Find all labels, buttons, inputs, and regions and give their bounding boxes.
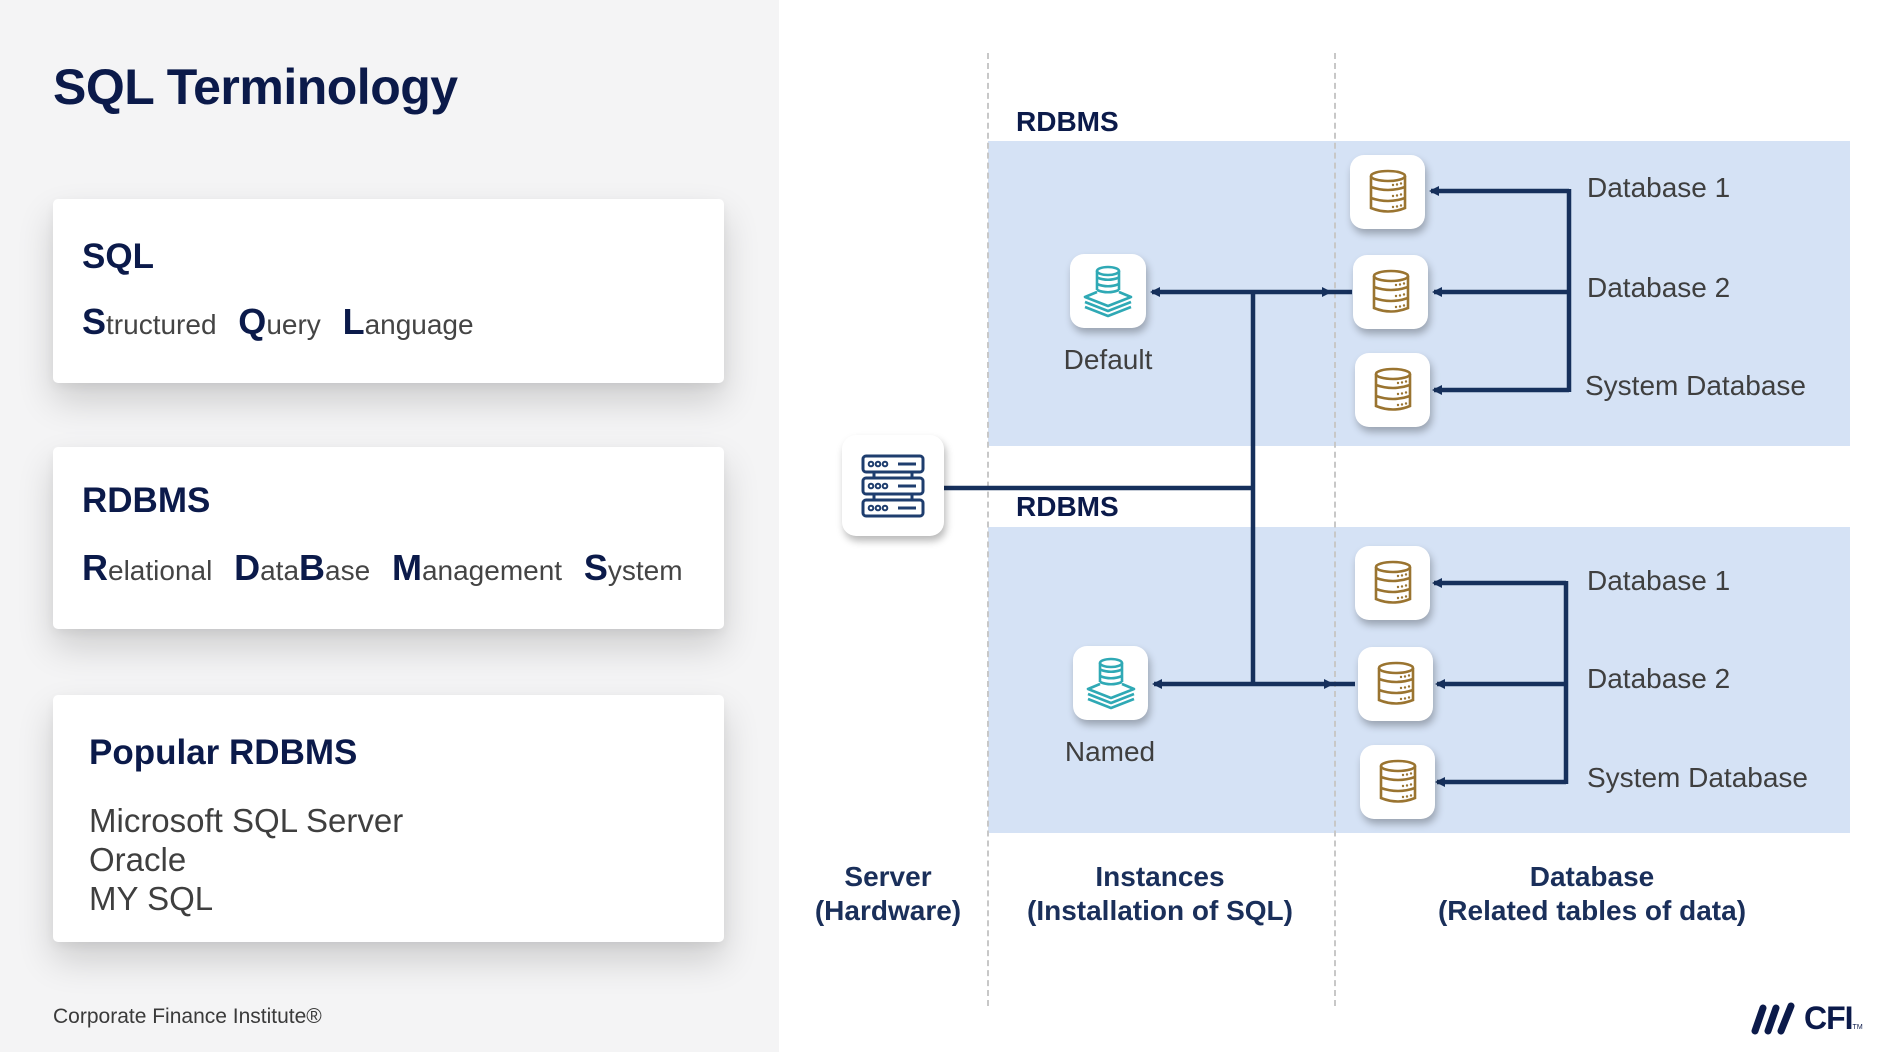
rdbms-word-3: Management xyxy=(391,547,563,588)
db-top-1-node[interactable] xyxy=(1350,155,1425,229)
rdbms-card: RDBMS Relational DataBase Management Sys… xyxy=(53,447,724,629)
db-label-bottom-1: Database 1 xyxy=(1587,565,1731,596)
db-label-bottom-3: System Database xyxy=(1587,762,1808,793)
rdbms-heading: RDBMS xyxy=(82,481,211,520)
db-label-top-3: System Database xyxy=(1585,370,1806,401)
popular-item: MY SQL xyxy=(89,880,214,917)
db-bottom-2-node[interactable] xyxy=(1358,647,1433,721)
sql-heading: SQL xyxy=(82,237,154,276)
database-cylinder-icon xyxy=(1379,759,1416,803)
server-rack-icon xyxy=(861,454,925,517)
sql-card: SQL Structured Query Language xyxy=(53,199,724,383)
column-divider-1 xyxy=(987,53,989,1006)
sql-expansion: Structured Query Language xyxy=(82,301,488,343)
instance-named-label: Named xyxy=(1064,736,1156,767)
database-cylinder-icon xyxy=(1374,560,1411,604)
server-node[interactable] xyxy=(842,435,944,536)
column-divider-2 xyxy=(1334,53,1336,1006)
db-label-top-1: Database 1 xyxy=(1587,172,1731,203)
database-cylinder-icon xyxy=(1372,269,1409,313)
rdbms-word-4: System xyxy=(583,547,683,588)
database-cylinder-icon xyxy=(1374,367,1411,411)
database-cylinder-icon xyxy=(1369,169,1406,213)
instance-default-label: Default xyxy=(1063,344,1153,375)
popular-item: Microsoft SQL Server xyxy=(89,802,404,839)
popular-item: Oracle xyxy=(89,841,187,878)
cfi-logo: CFI TM xyxy=(1750,1000,1863,1037)
popular-rdbms-card: Popular RDBMS Microsoft SQL Server Oracl… xyxy=(53,695,724,942)
database-stack-icon xyxy=(1083,265,1133,318)
sql-word-2: Query xyxy=(238,301,321,342)
popular-list: Microsoft SQL Server Oracle MY SQL xyxy=(89,801,403,918)
database-cylinder-icon xyxy=(1377,661,1414,705)
rdbms-word-2: DataBase xyxy=(234,547,371,588)
rdbms-label-top: RDBMS xyxy=(1016,106,1119,137)
sql-word-3: Language xyxy=(342,301,474,342)
db-top-system-node[interactable] xyxy=(1355,353,1430,427)
db-label-top-2: Database 2 xyxy=(1587,272,1731,303)
db-bottom-system-node[interactable] xyxy=(1360,745,1435,819)
cfi-logo-text: CFI xyxy=(1804,1000,1854,1036)
instance-default-node[interactable] xyxy=(1070,254,1146,328)
column-label-database: Database(Related tables of data) xyxy=(1437,861,1747,926)
cfi-logo-tm: TM xyxy=(1852,1024,1863,1031)
rdbms-expansion: Relational DataBase Management System xyxy=(82,547,697,589)
rdbms-word-1: Relational xyxy=(82,547,213,588)
cfi-logo-mark-icon xyxy=(1751,1002,1795,1034)
db-bottom-1-node[interactable] xyxy=(1355,546,1430,620)
column-label-instances: Instances(Installation of SQL) xyxy=(1027,861,1293,926)
db-top-2-node[interactable] xyxy=(1353,255,1428,329)
popular-heading: Popular RDBMS xyxy=(89,733,358,772)
footer-copyright: Corporate Finance Institute® xyxy=(53,1005,322,1028)
column-label-server: Server(Hardware) xyxy=(814,861,962,926)
rdbms-label-bottom: RDBMS xyxy=(1016,491,1119,522)
db-label-bottom-2: Database 2 xyxy=(1587,663,1731,694)
database-stack-icon xyxy=(1086,657,1135,710)
page-title: SQL Terminology xyxy=(53,59,458,115)
sql-word-1: Structured xyxy=(82,301,217,342)
left-panel: SQL Terminology SQL Structured Query Lan… xyxy=(0,0,779,1052)
instance-named-node[interactable] xyxy=(1073,646,1148,720)
